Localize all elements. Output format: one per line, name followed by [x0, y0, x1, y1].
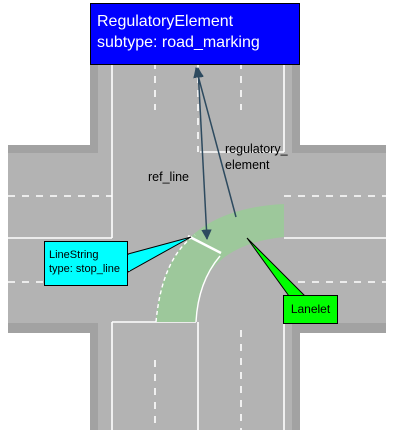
- ref-line-arrow: [193, 66, 212, 241]
- regulatory-element-arrow: [193, 66, 237, 218]
- lanelet-box: Lanelet: [283, 295, 338, 324]
- regulatory-element-title: RegulatoryElement: [97, 13, 234, 30]
- regulatory-element-label-line2: element: [225, 158, 270, 172]
- linestring-box: LineString type: stop_line: [44, 241, 128, 286]
- lanelet-region: [156, 204, 284, 322]
- lanelet-label: Lanelet: [290, 302, 331, 316]
- linestring-callout-join: [127, 255, 130, 271]
- regulatory-element-box: RegulatoryElement subtype: road_marking: [90, 3, 300, 65]
- lanelet-right-boundary: [195, 255, 221, 323]
- linestring-title: LineString: [49, 249, 99, 261]
- regulatory-element-label: regulatory_ element: [225, 141, 288, 173]
- lane-markings: [8, 62, 386, 430]
- linestring-type: type: stop_line: [49, 263, 120, 275]
- regulatory-element-label-line1: regulatory_: [225, 142, 288, 156]
- regulatory-element-subtype: subtype: road_marking: [97, 34, 260, 51]
- ref-line-label: ref_line: [148, 170, 189, 184]
